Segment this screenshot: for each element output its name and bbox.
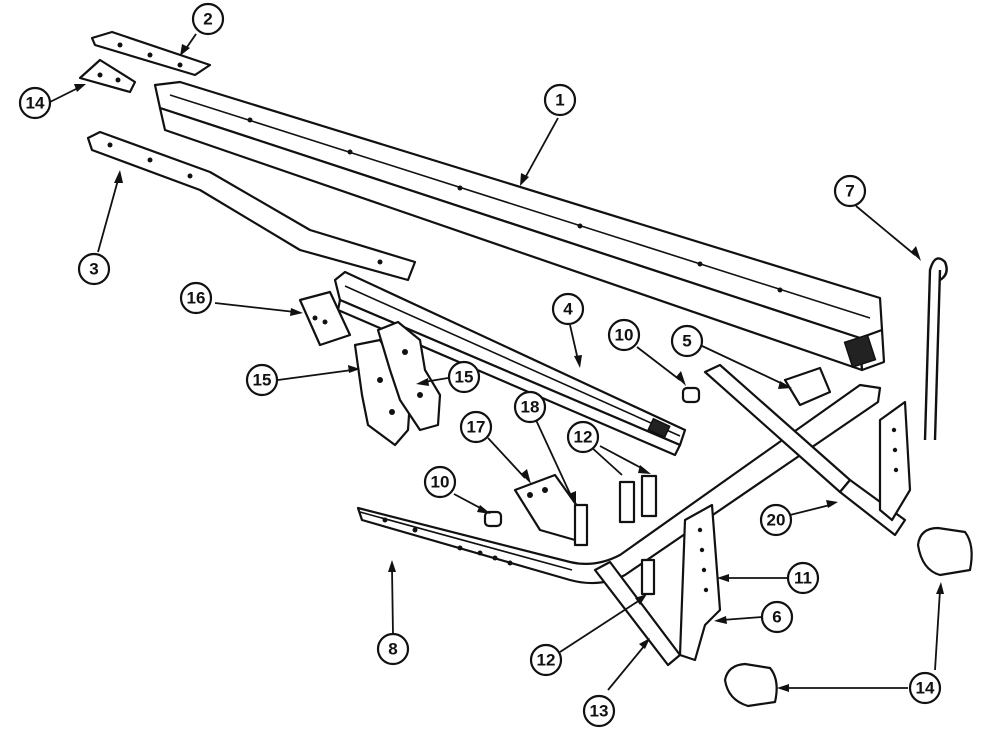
callout-20: 20 bbox=[759, 503, 793, 537]
part-small-plate bbox=[298, 290, 352, 347]
callout-12-upper: 12 bbox=[566, 420, 600, 454]
callout-15-left: 15 bbox=[245, 363, 279, 397]
callout-15-right: 15 bbox=[447, 360, 481, 394]
part-bushings bbox=[483, 386, 701, 528]
part-brackets bbox=[353, 320, 442, 447]
callout-15-left-label: 15 bbox=[253, 371, 272, 390]
callout-3: 3 bbox=[77, 252, 111, 286]
callout-8-label: 8 bbox=[388, 640, 397, 659]
callout-13: 13 bbox=[582, 694, 616, 728]
callout-16: 16 bbox=[179, 281, 213, 315]
part-arms bbox=[593, 363, 907, 667]
callout-8: 8 bbox=[376, 632, 410, 666]
leader-lines bbox=[49, 33, 944, 692]
callout-17-label: 14 bbox=[26, 94, 45, 113]
part-main-tube bbox=[153, 80, 886, 372]
callout-4-label: 4 bbox=[563, 300, 573, 319]
callout-11: 11 bbox=[786, 561, 820, 595]
callout-19-label: 18 bbox=[521, 398, 540, 417]
callout-2: 2 bbox=[191, 2, 225, 36]
callout-16-label: 16 bbox=[187, 289, 206, 308]
callout-12-lower: 12 bbox=[529, 643, 563, 677]
callout-11-label: 11 bbox=[794, 569, 812, 588]
part-top-plate bbox=[90, 30, 212, 77]
callout-15-right-label: 15 bbox=[455, 368, 474, 387]
callout-2-label: 2 bbox=[203, 10, 212, 29]
callout-18-label: 17 bbox=[467, 418, 486, 437]
callout-13-label: 13 bbox=[590, 702, 609, 721]
callout-14: 14 bbox=[908, 671, 942, 705]
callout-5: 5 bbox=[670, 324, 704, 358]
callout-20-label: 20 bbox=[767, 511, 786, 530]
callout-4: 4 bbox=[551, 292, 585, 326]
callout-10-lower-label: 10 bbox=[431, 473, 450, 492]
part-triangle-bracket bbox=[78, 58, 137, 94]
callout-7-label: 7 bbox=[845, 182, 854, 201]
part-small-plates bbox=[618, 474, 658, 596]
callout-12-upper-label: 12 bbox=[574, 428, 593, 447]
callout-19: 18 bbox=[513, 390, 547, 424]
callout-10-lower: 10 bbox=[423, 465, 457, 499]
callout-6: 6 bbox=[760, 600, 794, 634]
callout-1: 1 bbox=[543, 83, 577, 117]
part-curved-frame bbox=[356, 383, 882, 585]
part-hinge bbox=[513, 473, 589, 547]
callout-18: 17 bbox=[459, 410, 493, 444]
callout-6-label: 6 bbox=[772, 608, 781, 627]
callout-17: 14 bbox=[18, 86, 52, 120]
part-flat-bar-long bbox=[86, 130, 417, 282]
callout-10-upper-label: 10 bbox=[615, 326, 634, 345]
callout-5-label: 5 bbox=[682, 332, 691, 351]
callout-7: 7 bbox=[833, 174, 867, 208]
callout-1-label: 1 bbox=[555, 91, 564, 110]
callout-10-upper: 10 bbox=[607, 318, 641, 352]
part-clamps bbox=[723, 526, 973, 708]
callout-14-label: 14 bbox=[916, 679, 935, 698]
part-channel-bar bbox=[333, 270, 687, 457]
part-hook-rod bbox=[923, 257, 948, 441]
callout-3-label: 3 bbox=[89, 260, 98, 279]
callout-12-lower-label: 12 bbox=[537, 651, 556, 670]
part-perforated-plate bbox=[678, 400, 912, 662]
